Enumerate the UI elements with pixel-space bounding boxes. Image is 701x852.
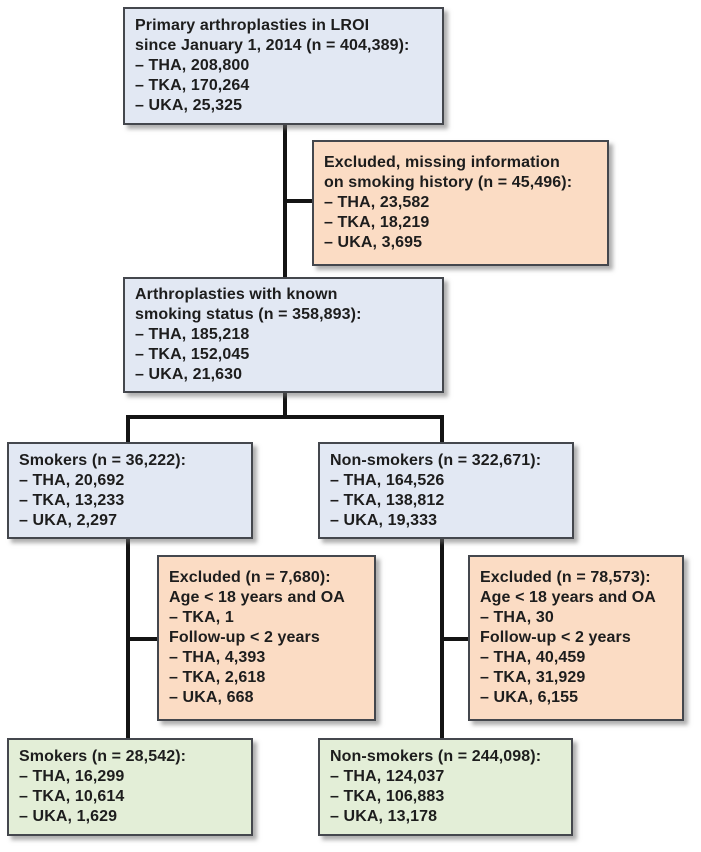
node-excluded-non-smokers: Excluded (n = 78,573): Age < 18 years an…: [468, 555, 684, 721]
node-text-line: – THA, 16,299: [19, 768, 125, 785]
connector-split-bar: [126, 415, 444, 419]
node-smokers: Smokers (n = 36,222): – THA, 20,692 – TK…: [7, 442, 253, 539]
connector-branch-excluded-smokers: [130, 637, 157, 641]
node-text-line: Excluded, missing information: [324, 154, 560, 171]
node-text-line: Non-smokers (n = 244,098):: [330, 748, 542, 765]
node-text-line: Age < 18 years and OA: [169, 589, 345, 606]
node-text-line: Primary arthroplasties in LROI: [135, 17, 370, 34]
node-text-line: – THA, 30: [480, 609, 554, 626]
node-text-line: on smoking history (n = 45,496):: [324, 174, 573, 191]
node-text-line: – UKA, 6,155: [480, 689, 579, 706]
node-excluded-missing-smoking-history: Excluded, missing information on smoking…: [312, 140, 609, 266]
node-text-line: Follow-up < 2 years: [480, 629, 631, 646]
connector-drop-non-smokers: [440, 419, 444, 442]
node-text-line: – TKA, 152,045: [135, 346, 250, 363]
node-text-line: – UKA, 1,629: [19, 808, 118, 825]
node-text-line: – UKA, 3,695: [324, 234, 423, 251]
node-text-line: – TKA, 1: [169, 609, 234, 626]
node-text-line: – THA, 4,393: [169, 649, 266, 666]
node-text-line: smoking status (n = 358,893):: [135, 306, 362, 323]
node-text-line: – TKA, 13,233: [19, 491, 125, 509]
connector-drop-smokers: [126, 419, 130, 442]
node-text-line: – THA, 20,692: [19, 471, 125, 489]
node-text-line: – TKA, 2,618: [169, 669, 266, 686]
node-primary-arthroplasties: Primary arthroplasties in LROI since Jan…: [123, 7, 444, 125]
node-text-line: – UKA, 25,325: [135, 97, 243, 114]
node-text-line: – TKA, 106,883: [330, 788, 445, 805]
node-text-line: Excluded (n = 78,573):: [480, 569, 651, 586]
node-text-line: Non-smokers (n = 322,671):: [330, 451, 542, 469]
node-text-line: Follow-up < 2 years: [169, 629, 320, 646]
node-text-line: – THA, 124,037: [330, 768, 445, 785]
node-text-line: – THA, 40,459: [480, 649, 586, 666]
node-non-smokers: Non-smokers (n = 322,671): – THA, 164,52…: [318, 442, 574, 539]
connector-smokers-to-final: [126, 539, 130, 738]
node-text-line: – UKA, 13,178: [330, 808, 438, 825]
node-text-line: – UKA, 19,333: [330, 511, 438, 529]
node-text-line: – TKA, 18,219: [324, 214, 430, 231]
node-text-line: Smokers (n = 28,542):: [19, 748, 187, 765]
node-text-line: – THA, 208,800: [135, 57, 250, 74]
node-text-line: Age < 18 years and OA: [480, 589, 656, 606]
connector-branch-excluded-non-smokers: [444, 637, 468, 641]
connector-primary-to-known: [283, 125, 287, 278]
connector-known-to-split: [283, 393, 287, 419]
node-text-line: since January 1, 2014 (n = 404,389):: [135, 37, 410, 54]
node-text-line: Arthroplasties with known: [135, 286, 338, 303]
node-non-smokers-final: Non-smokers (n = 244,098): – THA, 124,03…: [318, 738, 573, 836]
node-text-line: – TKA, 31,929: [480, 669, 586, 686]
node-text-line: – UKA, 21,630: [135, 366, 243, 383]
node-text-line: Smokers (n = 36,222):: [19, 451, 187, 469]
node-known-smoking-status: Arthroplasties with known smoking status…: [123, 277, 444, 393]
node-smokers-final: Smokers (n = 28,542): – THA, 16,299 – TK…: [7, 738, 253, 836]
node-text-line: – UKA, 2,297: [19, 511, 118, 529]
node-text-line: – THA, 185,218: [135, 326, 250, 343]
node-text-line: – THA, 23,582: [324, 194, 430, 211]
node-excluded-smokers: Excluded (n = 7,680): Age < 18 years and…: [157, 555, 376, 721]
node-text-line: – TKA, 10,614: [19, 788, 125, 805]
node-text-line: – TKA, 170,264: [135, 77, 250, 94]
node-text-line: – UKA, 668: [169, 689, 254, 706]
node-text-line: – TKA, 138,812: [330, 491, 445, 509]
node-text-line: Excluded (n = 7,680):: [169, 569, 331, 586]
connector-branch-excluded-missing: [287, 199, 312, 203]
node-text-line: – THA, 164,526: [330, 471, 445, 489]
connector-non-smokers-to-final: [440, 539, 444, 738]
